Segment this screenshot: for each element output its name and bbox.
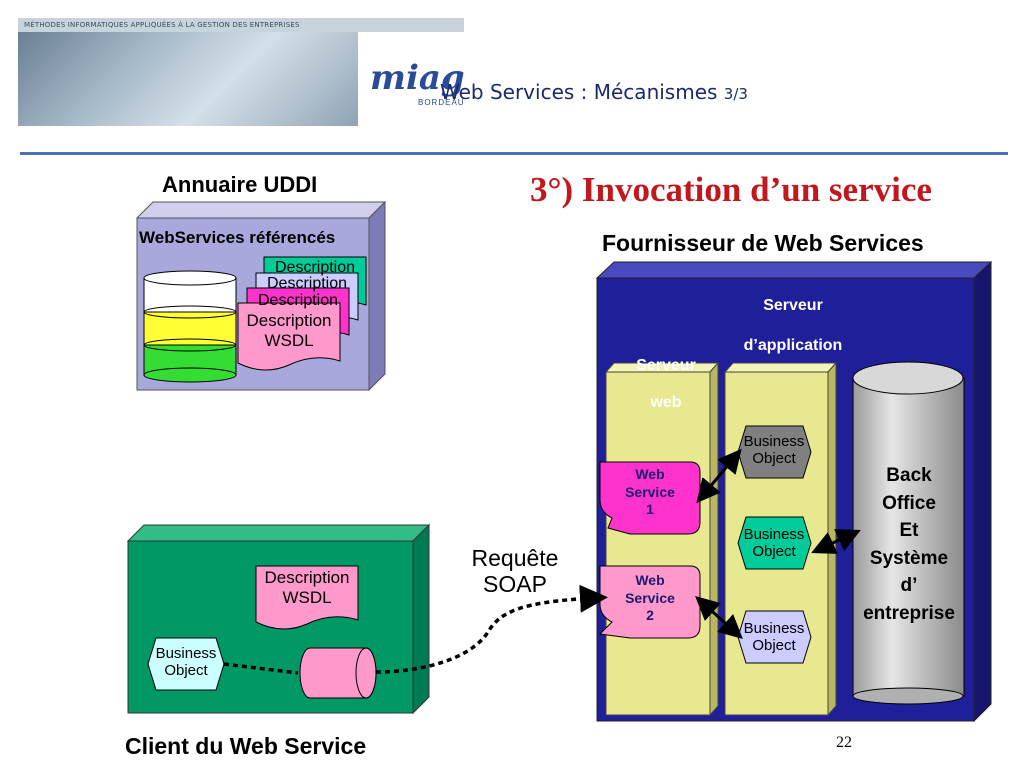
arrow-bo2-backoffice: [811, 529, 861, 554]
soap-line1: Requête: [471, 545, 559, 571]
client-title: Client du Web Service: [125, 733, 367, 759]
miage-logo: miage: [370, 58, 464, 98]
ws2-line1: Web: [635, 572, 665, 588]
bo3-line2: Object: [752, 637, 796, 655]
page-number: 22: [836, 734, 852, 751]
client-wsdl-label: Description WSDL: [256, 568, 358, 607]
uddi-wsdl-line2: WSDL: [264, 330, 314, 350]
business-object-2: [737, 516, 812, 570]
uddi-doc-back-label: Description: [274, 259, 356, 276]
web-server-line2: web: [650, 393, 682, 411]
uddi-title: Annuaire UDDI: [162, 172, 318, 197]
business-object-3: [737, 610, 812, 664]
soap-request-path: [375, 584, 608, 674]
backoffice-label: Back Office Et Système d’ entreprise: [850, 462, 968, 627]
client-wsdl-line1: Description: [264, 568, 350, 587]
client-bo-line1: Business: [155, 645, 217, 662]
backoffice-line4: Système: [869, 547, 949, 569]
bo2-label: Business Object: [734, 526, 814, 561]
backoffice-line3: Et: [899, 520, 919, 542]
bo2-line2: Object: [752, 543, 796, 561]
soap-line2: SOAP: [483, 571, 547, 598]
app-server-label: Serveur d’application: [730, 286, 856, 366]
uddi-doc-third-label: Description: [257, 292, 339, 309]
uddi-subtitle: WebServices référencés: [139, 228, 336, 247]
backoffice-cylinder: [852, 361, 965, 705]
web-service-2-label: Web Service 2: [600, 572, 700, 625]
header-title-text: Web Services : Mécanismes: [440, 80, 718, 104]
soap-request-label: Requête SOAP: [460, 545, 570, 598]
client-bo-line2: Object: [164, 662, 208, 680]
uddi-document-stack: [237, 256, 367, 371]
uddi-wsdl-line1: Description: [246, 311, 332, 330]
web-server-line1: Serveur: [636, 357, 696, 374]
logo-subtitle: BORDEAUX: [418, 98, 464, 107]
backoffice-line1: Back: [886, 465, 932, 486]
backoffice-line5: d’: [900, 575, 918, 597]
banner-photo: [18, 32, 358, 126]
ws2-line3: 2: [646, 607, 654, 623]
header-divider: [20, 152, 1008, 155]
ws1-line2: Service: [625, 483, 675, 500]
app-server-line1: Serveur: [763, 297, 823, 314]
bo2-line1: Business: [743, 526, 805, 543]
bo1-line2: Object: [752, 450, 796, 468]
uddi-wsdl-label: Description WSDL: [238, 311, 340, 350]
bo1-line1: Business: [743, 433, 805, 450]
bo3-line1: Business: [743, 620, 805, 637]
app-server-line2: d’application: [743, 337, 843, 354]
client-dotted-link: [223, 662, 299, 675]
database-cylinder: [143, 270, 237, 383]
bo3-label: Business Object: [734, 620, 814, 655]
slide-heading: 3°) Invocation d’un service: [530, 170, 932, 209]
header-banner: MÉTHODES INFORMATIQUES APPLIQUÉES À LA G…: [18, 18, 464, 126]
ws1-line3: 1: [646, 501, 654, 517]
uddi-doc-mid-label: Description: [266, 275, 348, 292]
bo1-label: Business Object: [734, 433, 814, 468]
ws2-line2: Service: [625, 589, 675, 606]
arrow-ws1-bo1: [696, 448, 742, 504]
client-wsdl-document: [255, 565, 359, 630]
client-proxy-cylinder: [299, 647, 377, 699]
backoffice-line6: entreprise: [863, 602, 955, 624]
backoffice-line2: Office: [882, 492, 936, 514]
header-title-page: 3/3: [723, 85, 748, 103]
ws1-line1: Web: [635, 466, 665, 482]
client-bo-label: Business Object: [146, 645, 226, 680]
business-object-1: [737, 425, 812, 479]
arrow-ws2-bo3: [695, 595, 743, 640]
client-wsdl-line2: WSDL: [282, 587, 332, 607]
slide-header-title: Web Services : Mécanismes 3/3: [440, 80, 748, 104]
banner-strip: MÉTHODES INFORMATIQUES APPLIQUÉES À LA G…: [18, 18, 464, 32]
web-server-label: Serveur web: [618, 348, 714, 422]
provider-title: Fournisseur de Web Services: [602, 230, 924, 256]
web-service-1-label: Web Service 1: [600, 466, 700, 519]
